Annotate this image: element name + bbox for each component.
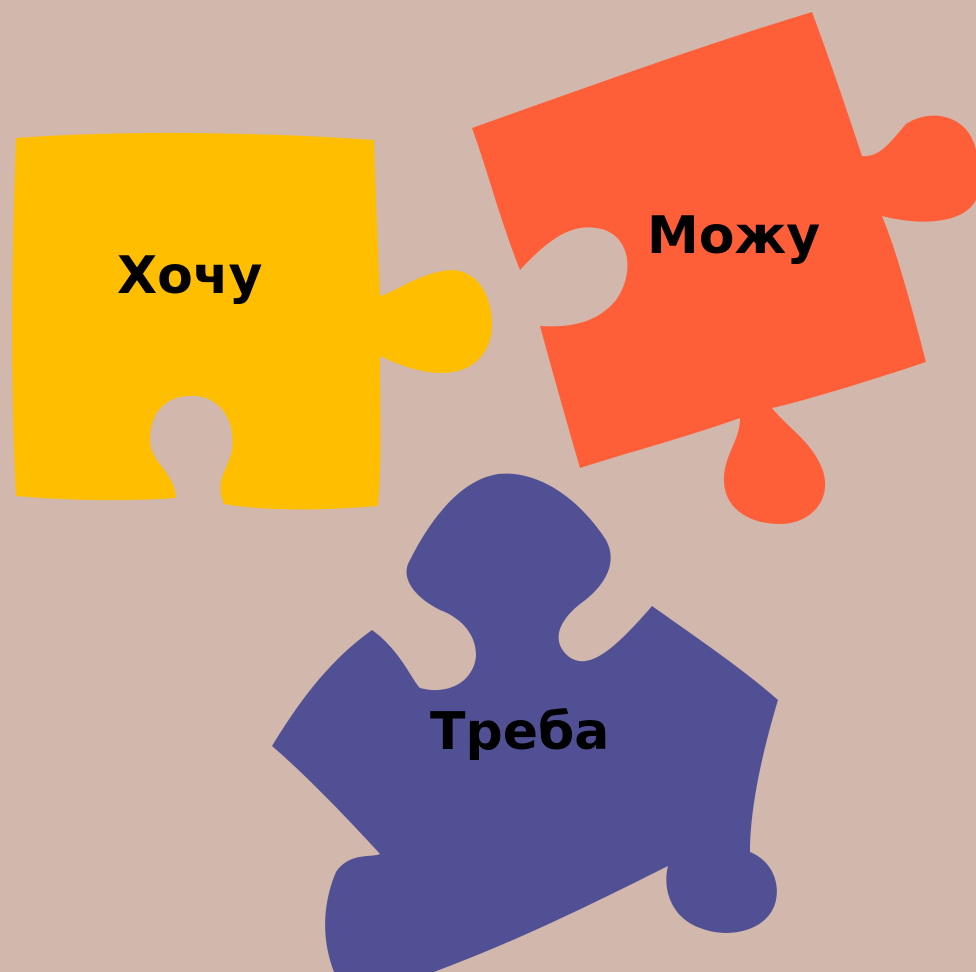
puzzle-piece-need-shape [272,473,778,972]
puzzle-piece-want-shape [12,132,493,510]
piece-label-can: Можу [647,206,821,266]
piece-label-want: Хочу [117,246,263,306]
piece-label-need: Треба [430,702,610,762]
puzzle-piece-can-shape [472,12,976,524]
